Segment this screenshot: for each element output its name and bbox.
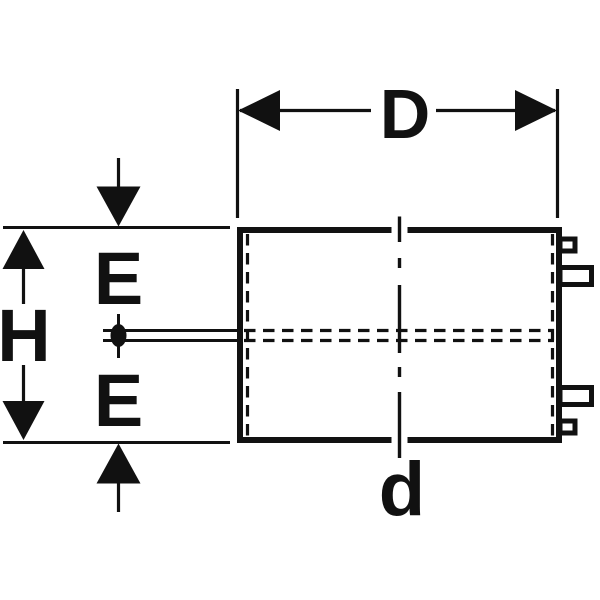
dimension-D bbox=[235, 89, 560, 218]
coupling-body bbox=[237, 216, 594, 458]
arrow-down-icon bbox=[2, 401, 45, 440]
label-dim-insert-lower: E bbox=[94, 359, 143, 442]
arrow-right-icon bbox=[515, 90, 557, 131]
contact-tab-large-bottom bbox=[557, 385, 594, 407]
label-dim-width: D bbox=[380, 75, 431, 153]
centerline-marker bbox=[103, 314, 238, 358]
dimension-H bbox=[2, 230, 45, 440]
center-dot-icon bbox=[110, 324, 127, 347]
arrow-up-icon bbox=[96, 443, 141, 484]
reference-lines bbox=[3, 226, 230, 444]
arrow-down-icon bbox=[96, 186, 141, 227]
label-dim-diameter: d bbox=[379, 447, 425, 532]
label-dim-height: H bbox=[0, 294, 51, 377]
contact-tab-small-bottom bbox=[557, 418, 578, 436]
contact-tab-small-top bbox=[557, 236, 578, 254]
arrow-up-icon bbox=[2, 230, 45, 269]
label-dim-insert-upper: E bbox=[94, 237, 143, 320]
dimension-E-pointers bbox=[96, 158, 141, 512]
contact-tab-large-top bbox=[557, 265, 594, 287]
arrow-left-icon bbox=[238, 90, 280, 131]
